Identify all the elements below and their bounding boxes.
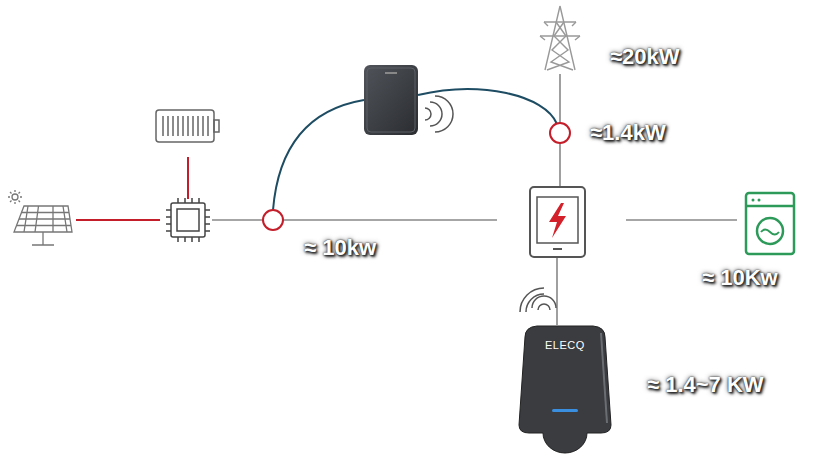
wifi-signal xyxy=(425,96,453,132)
grid-pylon xyxy=(540,6,580,70)
battery-icon xyxy=(156,110,219,142)
energy-meter xyxy=(364,65,418,135)
power-label: ≈ 1.4~7 KW xyxy=(647,372,764,398)
inverter-chip xyxy=(166,198,210,242)
power-label: ≈20kW xyxy=(610,44,680,70)
home-panel xyxy=(530,187,585,257)
ct-clamp xyxy=(263,123,570,230)
power-label: ≈1.4kW xyxy=(590,120,666,146)
solar-panel xyxy=(8,190,72,245)
brand-name: ELECQ xyxy=(545,339,585,351)
power-label: ≈ 10Kw xyxy=(702,265,778,291)
ev-charger: ELECQ xyxy=(517,325,613,455)
power-label: ≈ 10kw xyxy=(304,235,376,261)
ac-line xyxy=(212,74,737,325)
wifi-signal xyxy=(520,288,556,312)
washing-machine xyxy=(746,193,794,254)
